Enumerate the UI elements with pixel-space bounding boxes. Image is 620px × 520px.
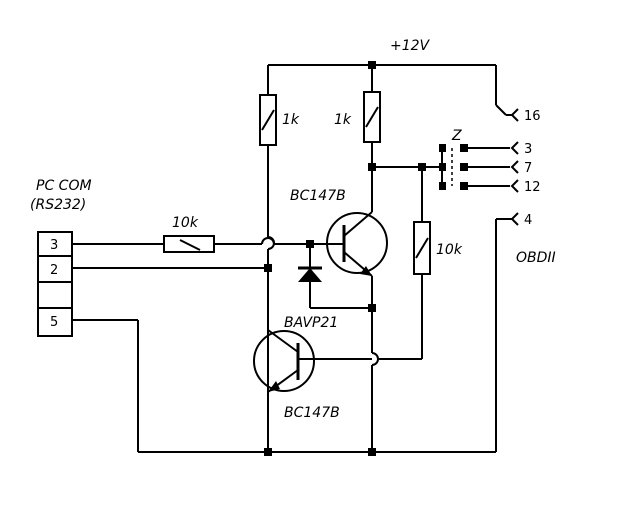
pc-pin-3: 3: [50, 238, 58, 253]
ground-rail: [72, 319, 496, 456]
obd-pin-12: 12: [524, 180, 541, 195]
resistor-right-1k: [363, 65, 381, 210]
resistor-right-label: 1k: [334, 112, 352, 128]
pc-com-connector: [37, 231, 73, 337]
obd-pin-terminals: [510, 108, 519, 226]
resistor-feedback-label: 10k: [436, 242, 463, 258]
obd-title: OBDII: [516, 250, 556, 266]
diode: [298, 244, 376, 312]
emitter-path: [371, 308, 379, 452]
diode-label: BAVP21: [284, 315, 338, 331]
pc-pin-5: 5: [50, 315, 58, 330]
obd-pin-4: 4: [524, 213, 532, 228]
pc-com-title: PC COM: [36, 178, 92, 194]
pc-pin-2: 2: [50, 263, 58, 278]
obd-ground-line: [495, 218, 512, 452]
input-line: [72, 235, 314, 253]
resistor-left-label: 1k: [282, 112, 300, 128]
switch-label: Z: [451, 128, 462, 144]
pin2-line: [72, 264, 272, 272]
switch-z: [439, 144, 510, 190]
obd-pin-16: 16: [524, 109, 541, 124]
pc-com-subtitle: (RS232): [30, 197, 86, 213]
resistor-input-label: 10k: [172, 215, 199, 231]
collector-node: [368, 163, 442, 222]
resistor-left-1k: [259, 65, 277, 452]
transistor-lower-label: BC147B: [284, 405, 340, 421]
obd-pin-3: 3: [524, 142, 532, 157]
obd-pin-7: 7: [524, 161, 532, 176]
transistor-upper: [310, 210, 388, 308]
resistor-feedback-10k: [378, 221, 431, 360]
transistor-upper-label: BC147B: [290, 188, 346, 204]
transistor-lower: [253, 320, 372, 393]
supply-label: +12V: [390, 38, 431, 54]
supply-rail: [268, 61, 512, 116]
